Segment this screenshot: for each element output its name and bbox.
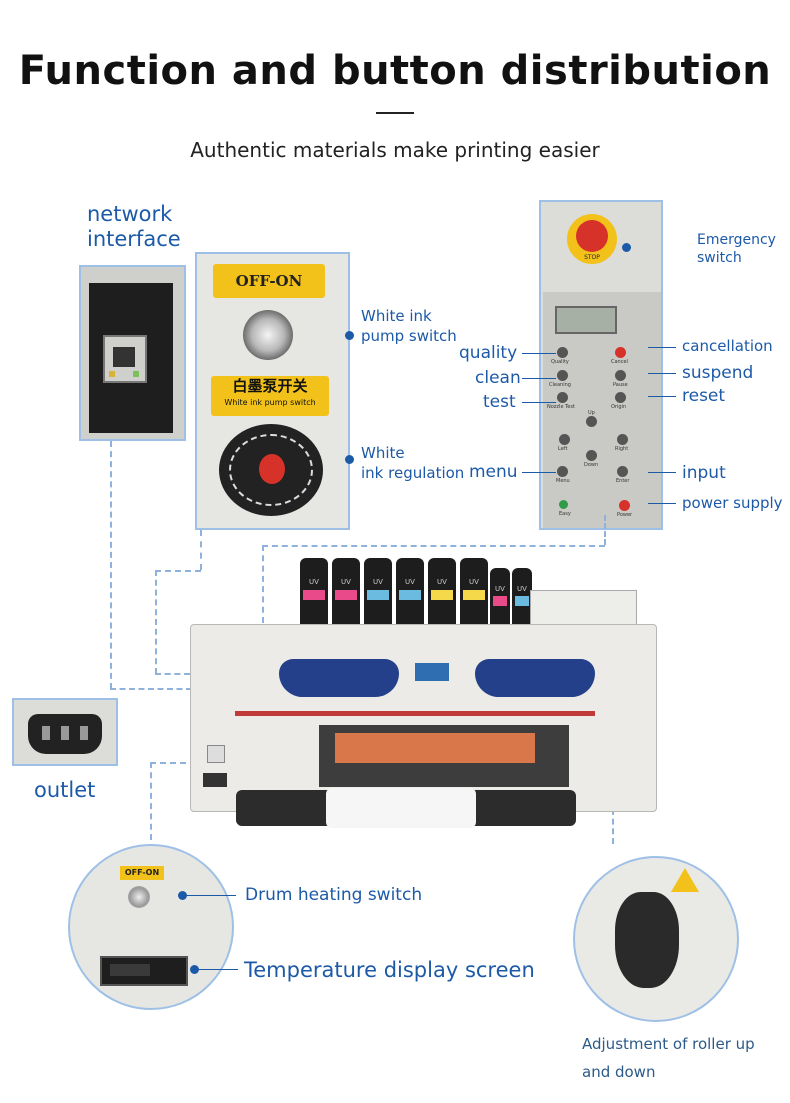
control-panel-photo: STOP Quality Cleaning Nozzle Test Cancel… bbox=[539, 200, 663, 530]
outlet-label: outlet bbox=[34, 778, 96, 802]
pump-switch-pointer bbox=[345, 331, 354, 340]
left-window bbox=[279, 659, 399, 697]
ink-bottle: UV bbox=[490, 568, 510, 630]
ink-bottle-label: UV bbox=[495, 585, 505, 594]
white-ink-sign-en: White ink pump switch bbox=[224, 398, 316, 407]
ink-bottle-label: UV bbox=[341, 578, 351, 587]
enter-key[interactable] bbox=[617, 466, 628, 477]
cleaning-key[interactable] bbox=[557, 370, 568, 381]
emergency-stop-icon[interactable] bbox=[576, 220, 608, 252]
ink-bottle-label: UV bbox=[405, 578, 415, 587]
white-ink-panel-photo: OFF-ON 白墨泵开关 White ink pump switch bbox=[195, 252, 350, 530]
drum-heating-button-icon[interactable] bbox=[128, 886, 150, 908]
ink-bottle-label: UV bbox=[373, 578, 383, 587]
pause-key[interactable] bbox=[615, 370, 626, 381]
quality-key[interactable] bbox=[557, 347, 568, 358]
up-key[interactable] bbox=[586, 416, 597, 427]
regulation-knob-icon[interactable] bbox=[259, 454, 285, 484]
temperature-pointer bbox=[190, 965, 199, 974]
ink-bottle: UV bbox=[460, 558, 488, 630]
right-key[interactable] bbox=[617, 434, 628, 445]
roller-adjust-knob-icon[interactable] bbox=[615, 892, 679, 988]
ink-bottle: UV bbox=[512, 568, 532, 630]
cancellation-label: cancellation bbox=[682, 337, 773, 355]
red-stripe bbox=[235, 711, 595, 716]
white-roller bbox=[326, 788, 476, 828]
temperature-display bbox=[100, 956, 188, 986]
roller-assembly bbox=[236, 788, 576, 828]
pump-switch-label: White ink pump switch bbox=[361, 307, 457, 345]
emergency-stop-base: STOP bbox=[567, 214, 617, 264]
emergency-pointer bbox=[622, 243, 631, 252]
quality-label: quality bbox=[459, 343, 518, 363]
ink-bottle-label: UV bbox=[437, 578, 447, 587]
title-divider bbox=[376, 112, 414, 114]
ink-regulation-label: White ink regulation bbox=[361, 444, 465, 482]
input-label: input bbox=[682, 463, 726, 483]
nozzle-test-key[interactable] bbox=[557, 392, 568, 403]
regulation-dial bbox=[219, 424, 323, 516]
ink-bottle-label: UV bbox=[517, 585, 527, 594]
emergency-switch-label: Emergency switch bbox=[697, 232, 776, 266]
drum-heating-label: Drum heating switch bbox=[245, 885, 423, 905]
ink-bottle: UV bbox=[332, 558, 360, 630]
printer-body bbox=[190, 624, 657, 812]
ink-bottles: UV UV UV UV UV UV UV UV bbox=[300, 548, 536, 630]
ink-bottle: UV bbox=[396, 558, 424, 630]
left-key[interactable] bbox=[559, 434, 570, 445]
menu-key[interactable] bbox=[557, 466, 568, 477]
side-display bbox=[203, 773, 227, 787]
temperature-display-label: Temperature display screen bbox=[244, 958, 535, 982]
menu-label: menu bbox=[469, 462, 518, 482]
outlet-photo bbox=[12, 698, 118, 766]
lcd-screen bbox=[555, 306, 617, 334]
power-outlet-icon bbox=[28, 714, 102, 754]
brand-logo bbox=[415, 663, 449, 681]
suspend-label: suspend bbox=[682, 363, 754, 383]
drum-off-on-sign: OFF-ON bbox=[120, 866, 164, 880]
roller-adjust-label: Adjustment of roller up and down bbox=[582, 1035, 755, 1081]
network-interface-label: network interface bbox=[87, 202, 181, 251]
cancel-key[interactable] bbox=[615, 347, 626, 358]
page-title: Function and button distribution bbox=[18, 48, 772, 94]
page-subtitle: Authentic materials make printing easier bbox=[190, 138, 600, 162]
right-window bbox=[475, 659, 595, 697]
easy-indicator bbox=[559, 500, 568, 509]
ink-bottle: UV bbox=[364, 558, 392, 630]
ink-regulation-pointer bbox=[345, 455, 354, 464]
ink-bottle-label: UV bbox=[469, 578, 479, 587]
ethernet-port-icon bbox=[103, 335, 147, 383]
power-supply-label: power supply bbox=[682, 494, 783, 512]
reset-label: reset bbox=[682, 386, 726, 406]
off-on-sign: OFF-ON bbox=[213, 264, 325, 298]
network-interface-photo bbox=[79, 265, 186, 441]
clean-label: clean bbox=[475, 368, 521, 388]
warning-icon bbox=[671, 868, 699, 892]
drum-heating-photo: OFF-ON bbox=[68, 844, 234, 1010]
ink-bottle: UV bbox=[428, 558, 456, 630]
ink-bottle-label: UV bbox=[309, 578, 319, 587]
origin-key[interactable] bbox=[615, 392, 626, 403]
white-ink-sign-cn: 白墨泵开关 bbox=[232, 377, 308, 395]
down-key[interactable] bbox=[586, 450, 597, 461]
print-bay bbox=[319, 725, 569, 787]
roller-adjust-photo bbox=[573, 856, 739, 1022]
ink-bottle: UV bbox=[300, 558, 328, 630]
test-label: test bbox=[483, 392, 516, 412]
pump-switch-button-icon[interactable] bbox=[243, 310, 293, 360]
power-key[interactable] bbox=[619, 500, 630, 511]
printer-illustration: UV UV UV UV UV UV UV UV bbox=[0, 540, 790, 840]
white-ink-sign: 白墨泵开关 White ink pump switch bbox=[211, 376, 329, 416]
film-roll bbox=[335, 733, 535, 763]
drum-heating-pointer bbox=[178, 891, 187, 900]
side-switch bbox=[207, 745, 225, 763]
